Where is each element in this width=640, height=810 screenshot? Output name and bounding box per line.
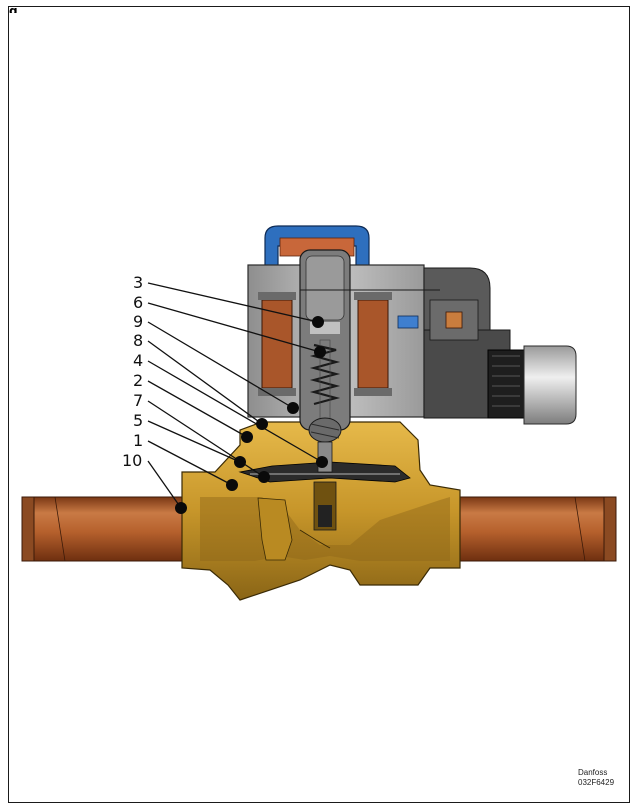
image-credit: Danfoss 032F6429 (578, 768, 614, 788)
callout-7: 7 (133, 391, 143, 410)
callout-5: 5 (133, 411, 143, 430)
callout-6: 6 (133, 293, 143, 312)
callout-4: 4 (133, 351, 143, 370)
callout-9: 9 (133, 312, 143, 331)
armature-tube (299, 249, 351, 473)
callout-10: 10 (122, 451, 142, 470)
callout-8: 8 (133, 331, 143, 350)
cable-connector (300, 267, 577, 425)
credit-brand: Danfoss (578, 768, 608, 777)
callout-labels: 3 6 9 8 4 2 7 5 1 10 (122, 273, 143, 470)
figure-heading-fragment: g (9, 7, 18, 13)
credit-code: 032F6429 (578, 778, 615, 787)
callout-dots (175, 316, 328, 514)
valve-body (181, 421, 461, 601)
outlet-pipe (449, 496, 617, 562)
inlet-pipe (21, 496, 203, 562)
callout-1: 1 (133, 431, 143, 450)
callout-3: 3 (133, 273, 143, 292)
callout-2: 2 (133, 371, 143, 390)
